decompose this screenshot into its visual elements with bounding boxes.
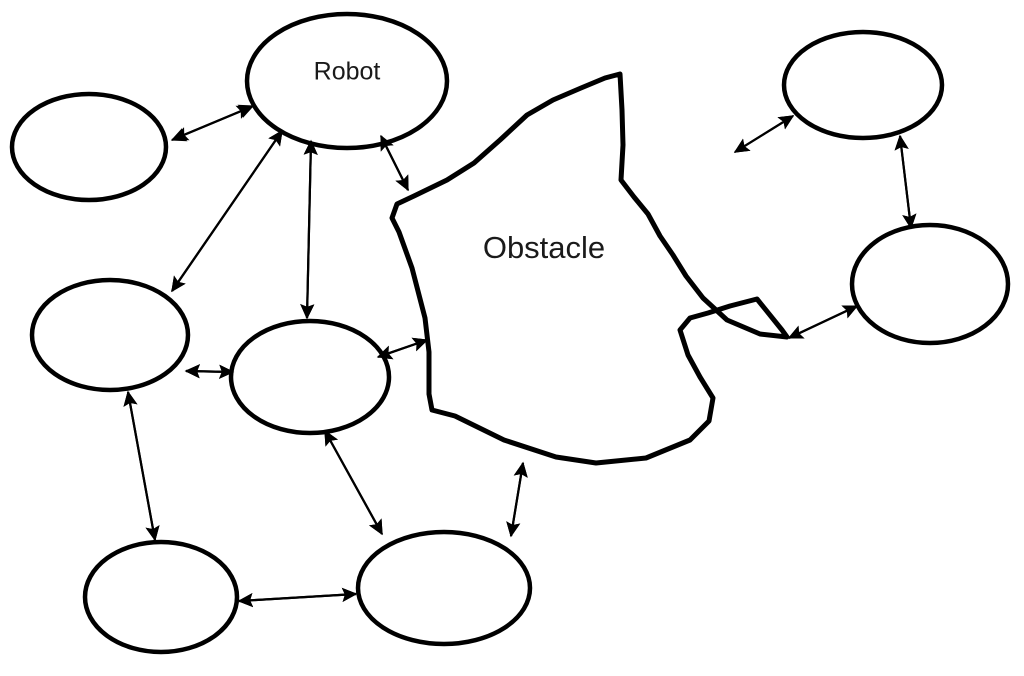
edge-bottom-left-to-bottom-center-overlay[interactable] (237, 587, 358, 608)
edge-center-to-obstacle-west-overlay[interactable] (376, 337, 429, 360)
node-layer: Robot (9, 11, 1011, 655)
node-right[interactable] (849, 222, 1011, 346)
node-bottom-center-shape[interactable] (355, 529, 533, 647)
edge-obstacle-ne-to-top-right-overlay[interactable] (733, 115, 795, 153)
node-top-left-shape[interactable] (9, 91, 169, 203)
node-robot-label: Robot (314, 58, 381, 86)
node-right-shape[interactable] (849, 222, 1011, 346)
edge-top-right-to-right-overlay[interactable] (894, 134, 917, 230)
obstacle-outline (389, 71, 790, 466)
node-robot-shape[interactable] (244, 11, 450, 151)
edge-center-to-bottom-center-overlay[interactable] (324, 429, 383, 536)
obstacle-label: Obstacle (483, 230, 605, 265)
arrowhead-overlay (123, 105, 917, 608)
node-mid-left-shape[interactable] (29, 277, 191, 393)
node-bottom-left-shape[interactable] (82, 539, 240, 655)
edge-obstacle-se-to-right-overlay[interactable] (787, 305, 859, 339)
edge-robot-to-obstacle-nw-overlay[interactable] (380, 134, 409, 192)
edge-mid-left-to-bottom-left-overlay[interactable] (123, 390, 160, 542)
obstacle-region: Obstacle (389, 71, 790, 466)
edge-robot-to-mid-left-overlay[interactable] (171, 129, 283, 293)
node-bottom-center[interactable] (355, 529, 533, 647)
edge-robot-to-center-overlay[interactable] (300, 139, 318, 320)
node-bottom-left[interactable] (82, 539, 240, 655)
edge-mid-left-to-center-overlay[interactable] (184, 364, 235, 379)
node-center[interactable] (228, 318, 392, 436)
node-top-right-shape[interactable] (781, 29, 945, 141)
node-mid-left[interactable] (29, 277, 191, 393)
edge-robot-to-top-left-overlay[interactable] (172, 105, 253, 141)
edge-bottom-center-to-obstacle-south-overlay[interactable] (506, 461, 528, 538)
node-center-shape[interactable] (228, 318, 392, 436)
node-top-left[interactable] (9, 91, 169, 203)
node-top-right[interactable] (781, 29, 945, 141)
node-robot[interactable]: Robot (244, 11, 450, 151)
